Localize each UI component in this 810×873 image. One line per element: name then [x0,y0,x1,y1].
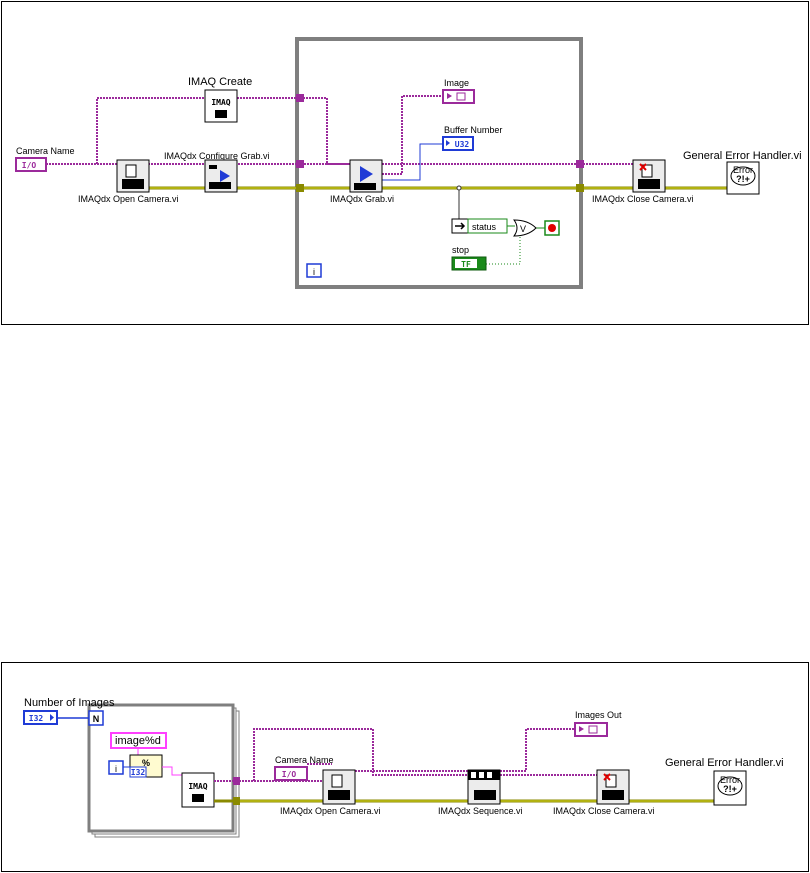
svg-text:I/O: I/O [282,770,297,779]
image-indicator [442,89,475,104]
tunnel [233,797,240,805]
number-of-images-label: Number of Images [24,697,115,709]
tunnel [296,94,304,102]
stop-control[interactable]: TF [451,256,487,271]
tunnel [576,160,584,168]
unbundle-status-node[interactable]: status [451,218,508,234]
loop-condition-terminal[interactable] [544,220,560,236]
camera-name-label: Camera Name [16,146,75,156]
stop-label: stop [452,245,469,255]
format-into-string-node[interactable]: % I32 [129,754,163,778]
svg-text:U32: U32 [455,140,470,149]
svg-text:Error: Error [720,775,740,785]
images-out-label: Images Out [575,710,622,720]
loop-count-terminal: N [88,710,104,726]
close-camera-label: IMAQdx Close Camera.vi [592,194,694,204]
error-handler-node[interactable]: Error ?!+ [713,770,747,806]
tunnel [576,184,584,192]
image-label: Image [444,78,469,88]
tunnel [296,160,304,168]
error-handler-label: General Error Handler.vi [665,757,784,769]
open-camera-label: IMAQdx Open Camera.vi [280,806,381,816]
svg-text:IMAQ: IMAQ [188,782,207,791]
buffer-number-label: Buffer Number [444,125,502,135]
open-camera-label: IMAQdx Open Camera.vi [78,194,179,204]
imaq-create-node[interactable]: IMAQ [204,89,238,123]
format-string-constant[interactable]: image%d [110,732,167,749]
close-camera-node[interactable] [632,159,666,193]
loop-iteration-terminal: i [306,263,322,278]
svg-text:?!+: ?!+ [736,174,750,184]
svg-text:I32: I32 [131,768,146,777]
grab-node[interactable] [349,159,383,193]
grab-label: IMAQdx Grab.vi [330,194,394,204]
svg-text:V: V [520,224,526,234]
configure-grab-node[interactable] [204,159,238,193]
images-out-indicator [574,722,608,737]
svg-text:IMAQ: IMAQ [211,98,230,107]
buffer-wire [382,143,443,181]
svg-text:i: i [115,764,117,774]
open-camera-node[interactable] [322,769,356,805]
svg-text:I32: I32 [29,714,44,723]
camera-name-control[interactable]: I/O [274,766,308,781]
bottom-diagram-canvas: Number of Images I32 N image%d i % I32 I… [23,697,784,838]
images-wire [214,728,597,782]
imaq-create-label: IMAQ Create [188,76,252,88]
tunnel [233,777,240,785]
svg-text:status: status [472,222,497,232]
configure-grab-label: IMAQdx Configure Grab.vi [164,151,270,161]
svg-text:Error: Error [733,165,753,175]
svg-text:image%d: image%d [115,735,161,747]
open-camera-node[interactable] [116,159,150,193]
sequence-node[interactable] [467,769,501,805]
error-handler-node[interactable]: Error ?!+ [726,161,760,195]
top-diagram-canvas: i Camera Name I/O IMAQ Create [15,37,802,289]
loop-iteration-terminal: i [108,760,124,775]
close-camera-node[interactable] [596,769,630,805]
svg-text:i: i [313,267,315,277]
tunnel [296,184,304,192]
imaq-create-node[interactable]: IMAQ [181,772,215,808]
close-camera-label: IMAQdx Close Camera.vi [553,806,655,816]
svg-text:N: N [93,714,100,724]
sequence-label: IMAQdx Sequence.vi [438,806,523,816]
or-gate[interactable]: V [513,219,537,237]
bottom-block-diagram: Number of Images I32 N image%d i % I32 I… [1,662,809,872]
camera-name-label: Camera Name [275,755,334,765]
camera-name-control[interactable]: I/O [15,157,47,172]
svg-text:%: % [142,758,150,768]
svg-text:TF: TF [461,260,471,269]
number-of-images-control[interactable]: I32 [23,710,58,725]
top-block-diagram: i Camera Name I/O IMAQ Create [1,1,809,325]
svg-text:?!+: ?!+ [723,784,737,794]
svg-text:I/O: I/O [22,161,37,170]
buffer-number-indicator: U32 [442,136,474,151]
error-handler-label: General Error Handler.vi [683,150,802,162]
